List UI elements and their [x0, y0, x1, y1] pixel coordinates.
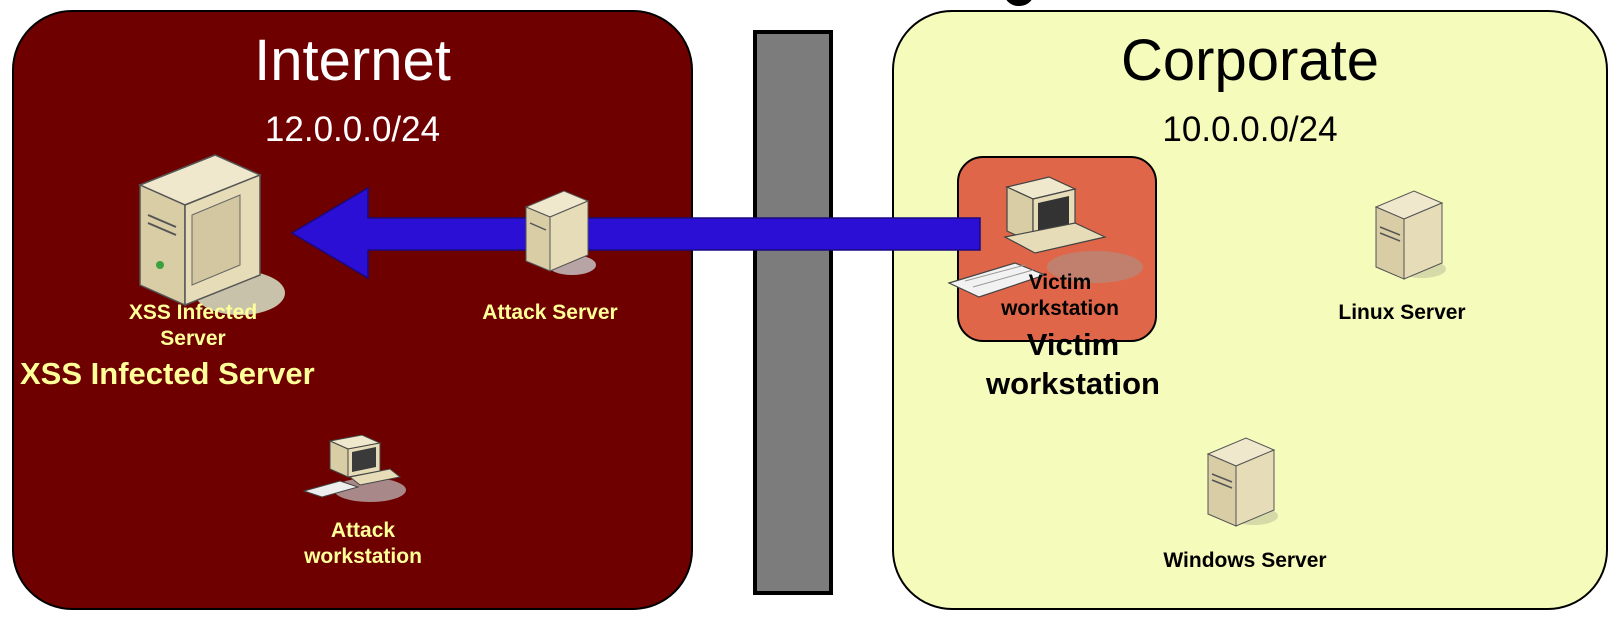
victim-workstation-icon	[947, 176, 1143, 298]
linux-server-icon	[1374, 190, 1446, 280]
victim-workstation-label: Victim workstation	[1001, 271, 1119, 321]
firewall-bar	[753, 30, 833, 595]
xss-server-label: XSS Infected Server	[128, 301, 258, 351]
victim-workstation-caption: Victim workstation	[986, 327, 1160, 401]
internet-subnet: 12.0.0.0/24	[264, 110, 441, 149]
windows-server-icon	[1206, 437, 1278, 527]
corporate-zone-title: Corporate	[1121, 28, 1379, 93]
attack-server-icon	[524, 190, 596, 275]
cropped-title-glyph	[1004, 0, 1034, 6]
attack-workstation-icon	[302, 435, 406, 502]
xss-server-caption: XSS Infected Server	[20, 356, 315, 391]
corporate-subnet: 10.0.0.0/24	[1162, 110, 1338, 149]
windows-server-label: Windows Server	[1163, 549, 1327, 572]
attack-server-label: Attack Server	[482, 301, 618, 324]
xss-server-icon	[138, 154, 285, 315]
linux-server-label: Linux Server	[1338, 301, 1466, 324]
attack-workstation-label: Attack workstation	[304, 519, 422, 569]
internet-zone: Internet 12.0.0.0/24	[12, 10, 693, 610]
internet-zone-title: Internet	[254, 28, 451, 93]
